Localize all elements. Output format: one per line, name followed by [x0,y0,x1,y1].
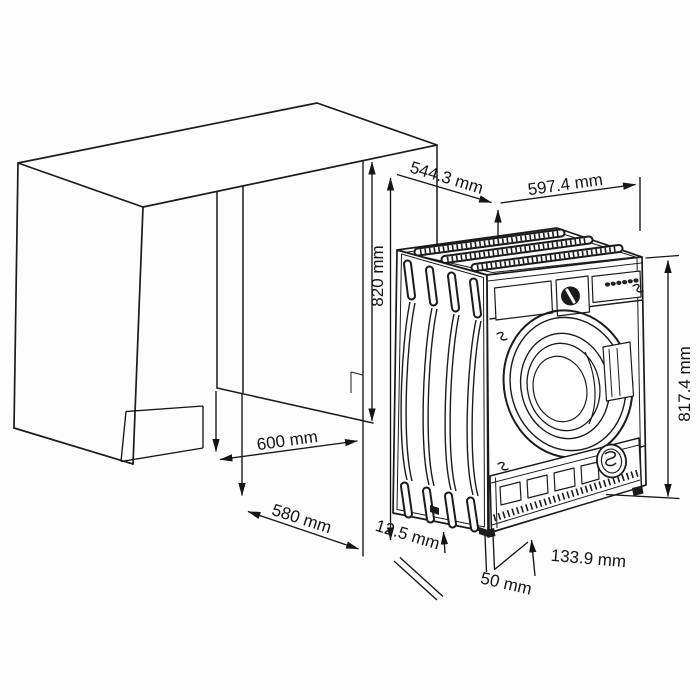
washer-side-ridges [400,301,482,497]
control-panel-top-line [487,262,642,282]
door-glass-reflection [584,351,596,425]
washer-side-panel-border [396,253,485,528]
door-handle-grooves [608,347,621,398]
washer-control-panel [487,262,644,321]
kick-panel-vent [580,461,600,485]
washer-foot-front-right [632,485,644,496]
dim-label-appliance-height: 817.4 mm [675,346,694,422]
cabinet-niche-drawing [13,102,438,557]
dim-label-plinth-recess: 133.9 mm [550,546,627,572]
dim-label-width-top: 597.4 mm [526,170,604,199]
dim-line-width-top [500,182,637,204]
niche-floor-edge [216,387,374,424]
extension-line-height-bottom [605,493,680,500]
leader-plinth-recess [494,541,529,571]
cabinet-left-edge [13,162,19,429]
program-dial-marker [565,288,576,304]
washer-foot-left [430,505,439,515]
washer-top-rails [413,228,624,272]
control-buttons [604,278,639,287]
niche-plinth-notch [350,371,364,393]
washer-kick-panel [486,437,644,538]
washer-side-slots-top [403,259,482,319]
washer-foot-mid [479,527,488,537]
dim-label-niche-width: 600 mm [256,427,319,454]
cabinet-top-face [17,102,438,208]
dim-label-bottom-clearance: 50 mm [479,569,534,599]
dim-label-niche-depth: 580 mm [270,500,334,537]
cabinet-bottom-edge [13,427,134,465]
dim-label-depth-top: 544.3 mm [408,158,486,198]
floor-reference-lines [393,557,444,601]
kick-panel-vent [499,481,522,506]
dim-line-niche-depth [247,510,360,550]
kick-panel-vent [526,474,549,499]
washing-machine-drawing [392,227,647,538]
kick-panel-vent [553,467,576,492]
gap-lines-bottom-clearance [484,533,496,573]
pointer-side-clearance [440,531,449,554]
drain-filter-cap [596,443,627,479]
dim-line-depth-top [396,173,493,204]
display-window [591,270,642,304]
detergent-drawer [493,280,554,321]
dim-label-niche-height: 820 mm [368,245,387,306]
cabinet-front-corner-edge [132,206,144,465]
extension-line-height-top [645,254,680,259]
pointer-plinth-recess [529,539,537,577]
dim-line-niche-width [219,439,359,462]
cabinet-plinth [120,405,204,463]
washer-side-slots-bottom [400,481,479,533]
